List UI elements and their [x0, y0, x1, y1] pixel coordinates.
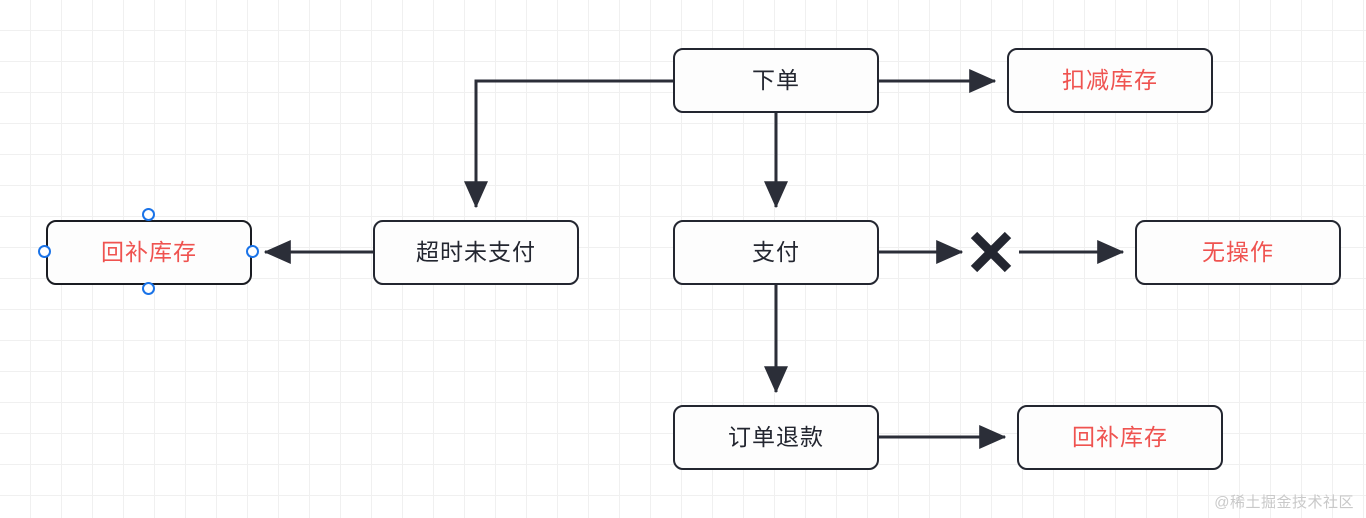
x-cross-icon — [970, 231, 1012, 273]
node-label: 订单退款 — [728, 424, 824, 450]
node-deduct-stock[interactable]: 扣减库存 — [1007, 48, 1213, 113]
node-label: 支付 — [752, 239, 800, 265]
selection-handle-bottom[interactable] — [142, 282, 155, 295]
node-label: 下单 — [752, 67, 800, 93]
node-label: 回补库存 — [101, 239, 197, 265]
node-timeout-unpaid[interactable]: 超时未支付 — [373, 220, 579, 285]
edge-place-order-to-timeout-unpaid[interactable] — [464, 79, 673, 209]
node-restore-stock-left[interactable]: 回补库存 — [46, 220, 252, 285]
node-place-order[interactable]: 下单 — [673, 48, 879, 113]
selection-handle-right[interactable] — [246, 245, 259, 258]
node-no-operation[interactable]: 无操作 — [1135, 220, 1341, 285]
node-order-refund[interactable]: 订单退款 — [673, 405, 879, 470]
selection-handle-left[interactable] — [38, 245, 51, 258]
node-pay[interactable]: 支付 — [673, 220, 879, 285]
node-label: 超时未支付 — [416, 239, 536, 265]
watermark: @稀土掘金技术社区 — [1214, 494, 1354, 511]
node-label: 无操作 — [1202, 239, 1274, 265]
node-restore-stock-bottom[interactable]: 回补库存 — [1017, 405, 1223, 470]
node-label: 回补库存 — [1072, 424, 1168, 450]
node-label: 扣减库存 — [1062, 67, 1158, 93]
selection-handle-top[interactable] — [142, 208, 155, 221]
